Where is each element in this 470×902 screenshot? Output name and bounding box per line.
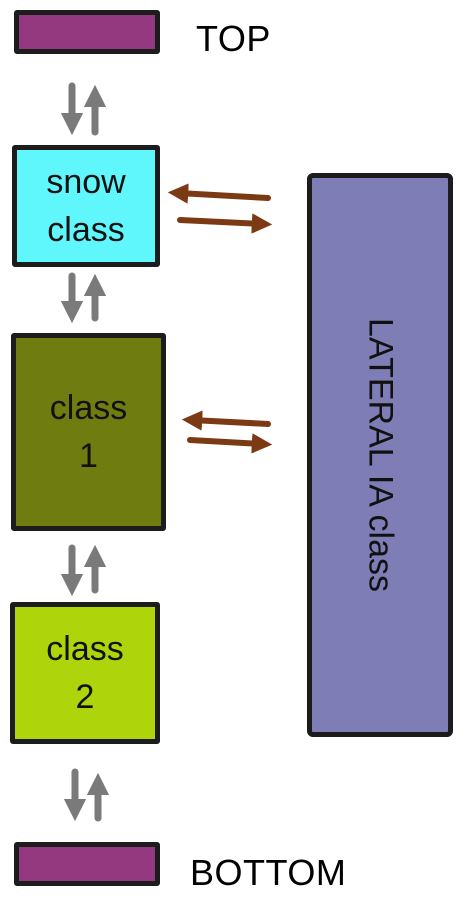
arrow-right-icon [187, 433, 273, 454]
snow-class-block: snow class [12, 145, 160, 267]
arrow-pair-snow-lateral [167, 183, 273, 234]
arrow-left-icon [181, 410, 271, 431]
arrow-pair-class1-class2 [60, 544, 107, 597]
class-2-label-line1: class [46, 630, 124, 668]
top-block [14, 10, 160, 54]
arrow-right-icon [177, 213, 273, 234]
lateral-ia-class-block: LATERAL IA class [307, 173, 453, 737]
snow-class-label-line1: snow [46, 163, 126, 201]
class-2-block: class 2 [10, 602, 160, 744]
arrow-left-icon [167, 183, 271, 204]
class-2-label-line2: 2 [75, 678, 95, 716]
snow-class-label-line2: class [47, 211, 125, 249]
snow-class-label: snow class [17, 150, 155, 262]
bottom-block [14, 842, 160, 886]
arrow-pair-snow-class1 [60, 272, 107, 324]
top-label: TOP [196, 18, 271, 59]
arrow-pair-class2-bottom [63, 768, 110, 822]
class-1-label: class 1 [16, 338, 161, 526]
arrow-pair-top-snow [60, 82, 107, 136]
arrow-pair-class1-lateral [181, 410, 273, 454]
bottom-label: BOTTOM [190, 852, 347, 893]
class-2-label: class 2 [15, 607, 155, 739]
class-1-label-line2: 1 [79, 437, 98, 475]
class-1-block: class 1 [11, 333, 166, 531]
class-1-label-line1: class [49, 389, 128, 427]
